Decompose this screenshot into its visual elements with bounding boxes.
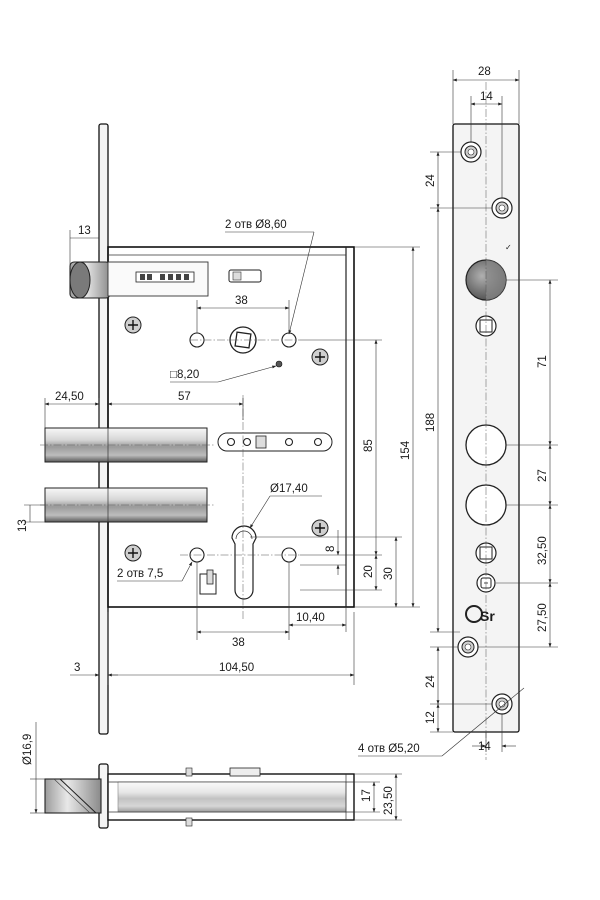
front-view: 13 2 отв Ø8,60 38 □8,20 24,50 57 85 154 bbox=[17, 123, 420, 735]
fp-dim-188: 188 bbox=[425, 413, 437, 432]
faceplate-screw-top-right bbox=[491, 197, 513, 219]
dim-30: 30 bbox=[383, 567, 395, 580]
dim-38-bottom: 38 bbox=[232, 637, 245, 649]
faceplate-view: ✓ Sr bbox=[358, 66, 558, 760]
fp-dim-14-bottom: 14 bbox=[478, 741, 491, 753]
fp-dim-12: 12 bbox=[425, 711, 437, 724]
brand-logo: Sr bbox=[465, 605, 495, 624]
latch-bolt bbox=[69, 261, 209, 299]
faceplate-screw-bottom-left bbox=[457, 636, 479, 658]
screw-mark-top-left bbox=[124, 316, 142, 334]
dim-square-8-20: □8,20 bbox=[170, 369, 199, 381]
dim-13-top: 13 bbox=[78, 225, 91, 237]
fp-dim-27-50: 27,50 bbox=[537, 603, 549, 632]
svg-text:✓: ✓ bbox=[505, 243, 512, 252]
side-dim-17: 17 bbox=[361, 789, 373, 802]
cylinder-cutout bbox=[231, 525, 257, 600]
dim-diameter-17-40: Ø17,40 bbox=[270, 483, 308, 495]
fp-dim-holes-5-20: 4 отв Ø5,20 bbox=[358, 743, 420, 755]
fp-dim-32-50: 32,50 bbox=[537, 536, 549, 565]
dim-20: 20 bbox=[363, 565, 375, 578]
bolt-guide-bar bbox=[217, 432, 333, 452]
dim-154: 154 bbox=[400, 440, 412, 460]
spindle-hub bbox=[229, 326, 257, 354]
brand-logo-text: Sr bbox=[480, 608, 495, 624]
lower-notch bbox=[199, 569, 217, 595]
lock-body bbox=[107, 246, 355, 608]
dim-13-left: 13 bbox=[17, 519, 29, 532]
dim-3: 3 bbox=[74, 662, 80, 674]
dim-85: 85 bbox=[363, 439, 375, 452]
screw-mark-mid-right bbox=[311, 348, 329, 366]
side-latch bbox=[44, 778, 102, 814]
fp-dim-28: 28 bbox=[478, 66, 491, 78]
side-dim-diameter-16-9: Ø16,9 bbox=[22, 734, 34, 765]
dim-8: 8 bbox=[325, 546, 337, 552]
dim-38-top: 38 bbox=[235, 295, 248, 307]
dim-10-40: 10,40 bbox=[296, 612, 325, 624]
screw-mark-lower-right bbox=[311, 519, 329, 537]
faceplate-screw-bottom-right bbox=[491, 693, 513, 715]
faceplate-screw-top-left bbox=[460, 141, 482, 163]
fp-dim-24-top: 24 bbox=[425, 174, 437, 187]
side-dim-23-50: 23,50 bbox=[383, 786, 395, 815]
fp-dim-14-top: 14 bbox=[480, 91, 493, 103]
dim-holes-8-60: 2 отв Ø8,60 bbox=[225, 219, 287, 231]
screw-mark-lower-left bbox=[124, 544, 142, 562]
dim-24-50: 24,50 bbox=[55, 391, 84, 403]
dim-104-50: 104,50 bbox=[219, 662, 254, 674]
dim-holes-7-5: 2 отв 7,5 bbox=[117, 568, 163, 580]
side-body bbox=[107, 767, 355, 827]
fp-dim-27: 27 bbox=[537, 469, 549, 482]
faceplate-lower-hole-1 bbox=[475, 542, 497, 564]
fp-dim-71: 71 bbox=[537, 355, 549, 368]
dim-57: 57 bbox=[178, 391, 191, 403]
side-view: Ø16,9 17 23,50 bbox=[22, 722, 402, 829]
fp-dim-24-bottom: 24 bbox=[425, 675, 437, 688]
